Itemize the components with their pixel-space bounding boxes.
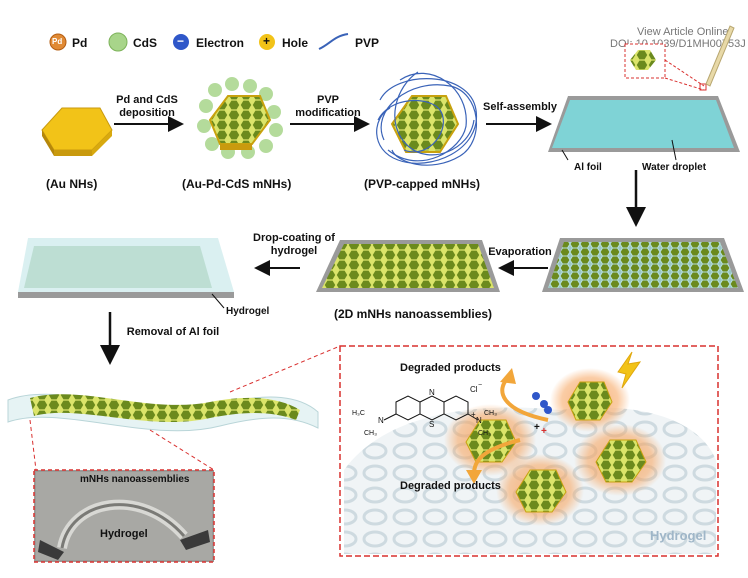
hole-legend-label: Hole [282,36,309,50]
degradation-zoom-box [339,345,719,557]
mol-charge: + [471,410,476,419]
zoom-line-mid [229,345,341,393]
mol-n-right: N [476,416,482,425]
hole-legend-icon [259,34,275,50]
removal-label: Removal of Al foil [126,326,220,338]
mol-ch3-d: CH₃ [478,430,491,437]
cds-legend-label: CdS [133,36,157,50]
mol-cl-charge: − [478,382,483,389]
deposition-line1: Pd and CdS [116,94,178,106]
photo-nano-label: mNHs nanoassemblies [80,474,190,485]
degraded-bottom-label: Degraded products [400,480,501,492]
pvp-step-label: PVP modification [290,94,366,120]
mol-cl: Cl [470,385,478,394]
view-article-link[interactable]: View Article Online [637,26,729,38]
mol-ch3-c: CH₃ [484,410,497,417]
dropcoat-step-label: Drop-coating of hydrogel [244,232,344,258]
mol-n-left: N [378,416,384,425]
deposition-step-label: Pd and CdS deposition [108,94,186,120]
hole-symbol: + [263,34,271,48]
self-assembly-label: Self-assembly [483,101,557,113]
photo-hydrogel-label: Hydrogel [100,528,148,540]
hydrogel-big-label: Hydrogel [650,528,707,543]
svg-text:+: + [541,426,547,437]
al-foil-label: Al foil [574,162,602,173]
electron-legend-icon [173,34,189,50]
au-pd-cds-nanoparticle [197,77,283,159]
zoom-inset [624,25,735,91]
electron-legend-label: Electron [196,36,245,50]
hydrogel-pointer [211,293,225,309]
pvp-capped-nanoparticle [376,71,477,166]
mol-s: S [429,420,435,429]
electron-symbol: − [177,34,185,48]
cds-legend-icon [108,32,128,52]
pvp-legend-label: PVP [355,36,380,50]
flexible-hydrogel-film [7,393,319,432]
mol-n-center: N [429,388,435,397]
pd-legend-label: Pd [72,36,88,50]
pd-legend-icon [49,33,67,51]
degrade-arrow-bottom-head [466,470,482,484]
au-nhs-hexagon [41,107,113,156]
dropcoat-line1: Drop-coating of [253,232,335,244]
hydrogel-small-label: Hydrogel [226,306,270,317]
nanoassemblies-2d-label: (2D mNHs nanoassemblies) [334,307,493,321]
pd-symbol: Pd [52,37,63,46]
water-droplet-pointer [671,139,677,161]
evaporation-label: Evaporation [488,246,552,258]
light-bolt-icon [617,351,642,389]
evaporated-assembly-on-foil [542,238,744,292]
dropcoat-line2: hydrogel [270,245,318,257]
hole-particles: + + [534,422,547,437]
hydrogel-photo [33,469,215,563]
degrade-arrow-top-head [500,368,516,384]
au-nhs-label: (Au NHs) [46,177,98,191]
electron-particles [532,392,552,414]
mol-ch3-b: CH₃ [364,430,377,437]
hydrogel-coated-assembly [18,238,234,298]
pvp-capped-label: (PVP-capped mNHs) [364,177,481,191]
al-foil-pointer [561,149,569,161]
degraded-top-label: Degraded products [400,362,501,374]
photocatalyst-cluster [444,368,666,526]
water-droplet-label: Water droplet [642,162,707,173]
pvp-line1: PVP [316,94,339,106]
2d-nanoassembly-on-foil [316,240,500,292]
al-foil-water-droplet [548,96,740,152]
pvp-line2: modification [295,107,361,119]
svg-text:+: + [534,422,540,433]
zoom-line-left [29,419,37,471]
zoom-line-right [149,429,215,471]
methylene-blue-molecule [383,395,479,421]
au-pd-cds-label: (Au-Pd-CdS mNHs) [182,177,292,191]
pvp-legend-icon [318,33,349,50]
deposition-line2: deposition [119,107,175,119]
mol-ch3-a: H₃C [352,410,365,417]
